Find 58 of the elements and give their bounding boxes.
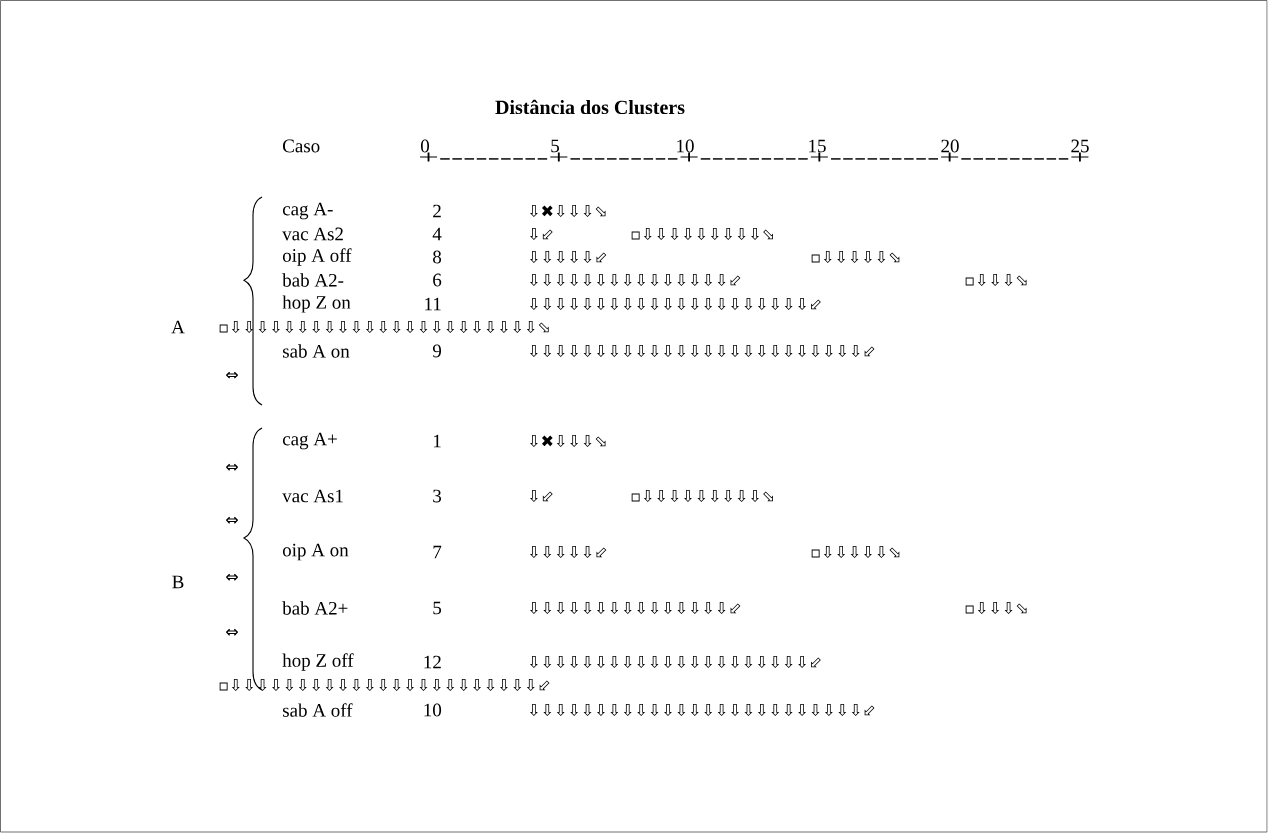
dendrogram-glyphs: ▫⇩⇩⇩⇩⇩⬂ (811, 250, 900, 264)
dendrogram-glyphs: ⇩✖⇩⇩⇩⬂ (529, 204, 606, 218)
double-arrow: ⇔ (226, 628, 238, 636)
case-label: cag A+ (282, 432, 337, 450)
dendrogram-glyphs: ▫⇩⇩⇩⬂ (965, 601, 1027, 615)
case-label: hop Z on (282, 295, 351, 313)
dendrogram-glyphs: ⇩⇩⇩⇩⇩⬃ (529, 250, 607, 264)
case-label: oip A off (282, 248, 352, 266)
case-label: vac As1 (282, 489, 343, 503)
dendrogram-glyphs: ▫⇩⇩⇩⇩⇩⇩⇩⇩⇩⬂ (631, 489, 773, 503)
case-number: 10 (424, 703, 442, 717)
case-number: 2 (433, 204, 441, 218)
case-label: cag A- (282, 202, 333, 220)
dendrogram-glyphs: ⇩⬃ (529, 489, 553, 503)
dendrogram-glyphs: ⇩⇩⇩⇩⇩⇩⇩⇩⇩⇩⇩⇩⇩⇩⇩⇩⇩⇩⇩⇩⇩⬃ (529, 297, 821, 311)
case-label: oip A on (282, 543, 349, 561)
dendrogram-glyphs: ▫⇩⇩⇩⬂ (965, 273, 1027, 287)
tick-label: 5 (551, 139, 559, 153)
dendrogram-glyphs: ▫⇩⇩⇩⇩⇩⬂ (811, 545, 900, 559)
case-number: 4 (432, 227, 442, 241)
tick-label: 20 (941, 139, 959, 153)
dendrogram-glyphs: ⇩⇩⇩⇩⇩⇩⇩⇩⇩⇩⇩⇩⇩⇩⇩⬃ (529, 601, 741, 615)
dendrogram-glyphs: ⇩⬃ (529, 227, 553, 241)
case-number: 6 (433, 273, 442, 287)
case-number: 11 (425, 297, 441, 311)
double-arrow: ⇔ (226, 516, 238, 524)
case-number: 9 (432, 344, 442, 358)
case-label: sab A on (283, 344, 350, 358)
case-number: 3 (433, 489, 442, 503)
group-label: B (172, 575, 184, 589)
dendrogram-glyphs: ⇩⇩⇩⇩⇩⬃ (529, 545, 607, 559)
dendrogram-glyphs: ⇩⇩⇩⇩⇩⇩⇩⇩⇩⇩⇩⇩⇩⇩⇩⇩⇩⇩⇩⇩⇩⇩⇩⇩⇩⬃ (529, 344, 875, 358)
column-heading: Caso (283, 139, 320, 153)
dendrogram-glyphs: ⇩⇩⇩⇩⇩⇩⇩⇩⇩⇩⇩⇩⇩⇩⇩⬃ (529, 273, 741, 287)
tick-label: 10 (677, 139, 694, 153)
dendrogram-glyphs: ⇩⇩⇩⇩⇩⇩⇩⇩⇩⇩⇩⇩⇩⇩⇩⇩⇩⇩⇩⇩⇩⬃ (529, 655, 821, 669)
tick-label: 15 (809, 139, 826, 153)
case-label: sab A off (283, 703, 353, 717)
case-number: 8 (433, 250, 442, 264)
double-arrow: ⇔ (226, 573, 238, 581)
group-label: A (171, 320, 185, 334)
case-label: bab A2- (282, 273, 344, 287)
dendrogram-glyphs: ⇩✖⇩⇩⇩⬂ (529, 434, 606, 448)
case-label: vac As2 (282, 227, 343, 241)
chart-title: Distância dos Clusters (495, 99, 685, 115)
case-label: bab A2+ (282, 601, 348, 615)
dendrogram-glyphs: ⇩⇩⇩⇩⇩⇩⇩⇩⇩⇩⇩⇩⇩⇩⇩⇩⇩⇩⇩⇩⇩⇩⇩⇩⇩⬃ (529, 703, 875, 717)
case-number: 7 (433, 545, 442, 559)
dendrogram-glyphs: ▫⇩⇩⇩⇩⇩⇩⇩⇩⇩⬂ (631, 227, 773, 241)
case-number: 1 (433, 434, 441, 448)
tick-label: 25 (1071, 139, 1089, 153)
axis-ruler: +---------+---------+---------+---------+---------+ (420, 152, 1089, 162)
case-number: 5 (433, 601, 442, 615)
tick-label: 0 (421, 139, 429, 153)
case-number: 12 (424, 655, 441, 669)
double-arrow: ⇔ (226, 371, 238, 379)
case-label: hop Z off (282, 653, 354, 671)
double-arrow: ⇔ (226, 463, 238, 471)
